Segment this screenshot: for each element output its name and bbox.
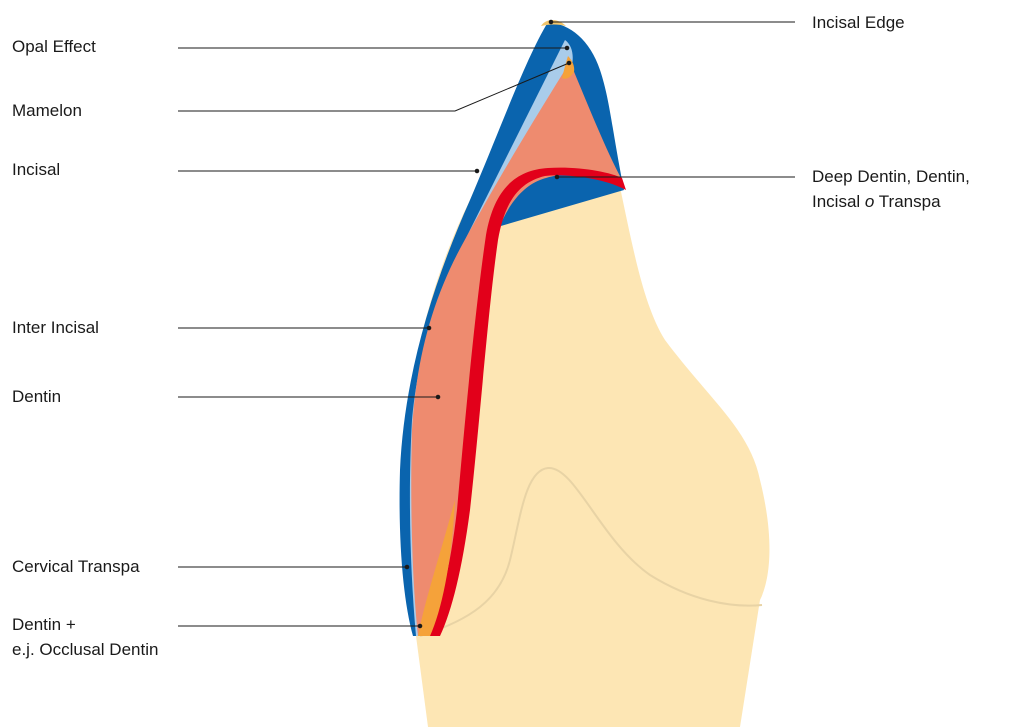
label-opal-effect: Opal Effect <box>12 37 96 57</box>
label-opal-effect-text: Opal Effect <box>12 37 96 56</box>
label-inter-incisal: Inter Incisal <box>12 318 99 338</box>
label-mamelon-text: Mamelon <box>12 101 82 120</box>
label-deep-dentin-line2: Incisal o Transpa <box>812 192 970 212</box>
label-incisal-edge-text: Incisal Edge <box>812 13 905 32</box>
label-deep-dentin: Deep Dentin, Dentin, Incisal o Transpa <box>812 167 970 212</box>
label-incisal: Incisal <box>12 160 60 180</box>
label-incisal-text: Incisal <box>12 160 60 179</box>
label-inter-incisal-text: Inter Incisal <box>12 318 99 337</box>
leader-dot-mamelon <box>567 61 571 65</box>
label-deep-dentin-line2-a: Incisal <box>812 192 865 211</box>
label-dentin-plus-line1: Dentin + <box>12 615 158 635</box>
label-dentin-plus-line2: e.j. Occlusal Dentin <box>12 640 158 660</box>
leader-dot-incisal <box>475 169 479 173</box>
leader-dot-dentin <box>436 395 440 399</box>
label-deep-dentin-line2-italic: o <box>865 192 874 211</box>
leader-dot-inter-incisal <box>427 326 431 330</box>
label-deep-dentin-line2-b: Transpa <box>874 192 940 211</box>
leader-dot-deep-dentin <box>555 175 559 179</box>
leader-dot-opal-effect <box>565 46 569 50</box>
label-cervical-transpa-text: Cervical Transpa <box>12 557 140 576</box>
leader-dot-dentin-plus <box>418 624 422 628</box>
leader-dot-incisal-edge <box>549 20 553 24</box>
leader-dot-cervical-transpa <box>405 565 409 569</box>
label-deep-dentin-line1: Deep Dentin, Dentin, <box>812 167 970 187</box>
label-incisal-edge: Incisal Edge <box>812 13 905 33</box>
label-dentin-text: Dentin <box>12 387 61 406</box>
label-dentin-plus: Dentin + e.j. Occlusal Dentin <box>12 615 158 660</box>
label-dentin: Dentin <box>12 387 61 407</box>
label-cervical-transpa: Cervical Transpa <box>12 557 140 577</box>
label-mamelon: Mamelon <box>12 101 82 121</box>
